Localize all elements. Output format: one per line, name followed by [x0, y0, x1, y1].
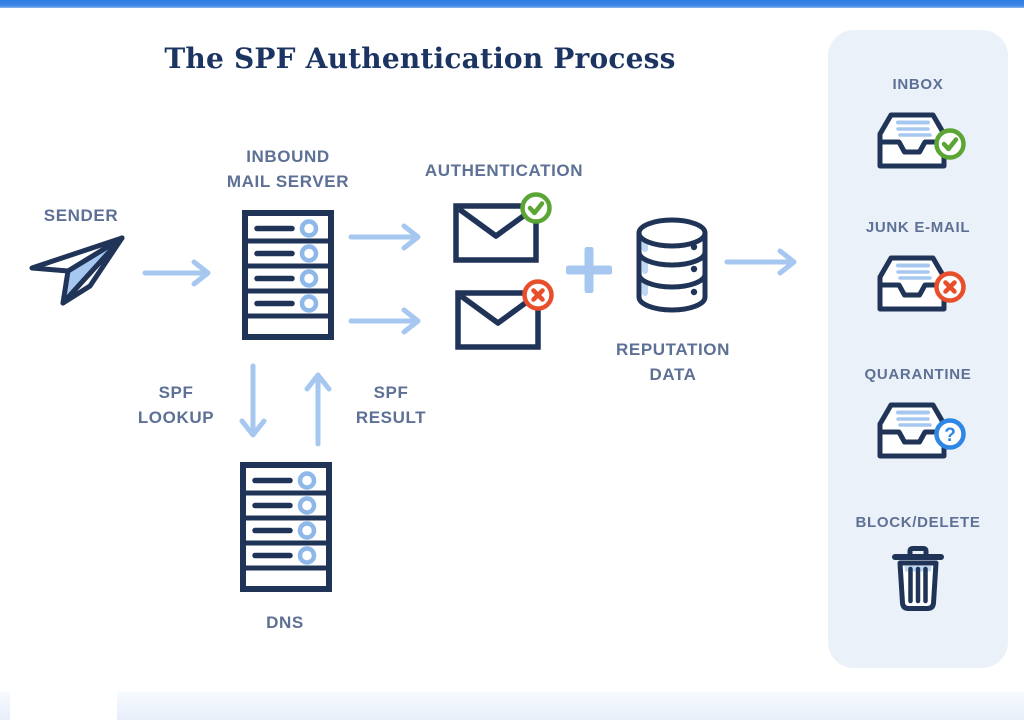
top-accent-bar: [0, 0, 1024, 8]
inbox-tray-x-icon: [877, 255, 966, 312]
spf-lookup-label: SPF LOOKUP: [137, 383, 215, 427]
block-delete-label: BLOCK/DELETE: [855, 514, 981, 531]
arrow-down-icon: [239, 363, 267, 438]
inbound-server-icon: [242, 210, 334, 340]
reputation-data-label: REPUTATION DATA: [616, 340, 730, 384]
inbound-mail-server-label: INBOUND MAIL SERVER: [226, 147, 350, 191]
arrow-server-to-pass-icon: [348, 223, 421, 251]
panel-item-junk: JUNK E-MAIL: [828, 219, 1008, 319]
envelope-x-icon: [455, 279, 554, 350]
page-title: The SPF Authentication Process: [164, 42, 676, 75]
arrow-to-destinations-icon: [724, 248, 797, 276]
sender-label: SENDER: [43, 206, 119, 225]
envelope-check-icon: [453, 192, 552, 263]
arrow-up-icon: [304, 372, 332, 447]
spf-result-label: SPF RESULT: [355, 383, 427, 427]
panel-item-block-delete: BLOCK/DELETE: [828, 514, 1008, 616]
dns-label: DNS: [266, 613, 304, 632]
database-icon: [636, 217, 708, 313]
quarantine-label: QUARANTINE: [864, 366, 972, 383]
arrow-server-to-fail-icon: [348, 307, 421, 335]
arrow-sender-to-server-icon: [142, 259, 211, 287]
panel-item-quarantine: QUARANTINE ?: [828, 366, 1008, 466]
inbox-tray-question-icon: ?: [877, 402, 966, 459]
destinations-panel: INBOX JUNK E-MAIL: [828, 30, 1008, 668]
question-glyph: ?: [944, 425, 956, 446]
bottom-white-patch: [10, 692, 117, 720]
authentication-label: AUTHENTICATION: [424, 161, 584, 180]
paper-plane-icon: [29, 235, 125, 306]
inbox-label: INBOX: [892, 76, 944, 93]
dns-server-icon: [240, 462, 332, 592]
plus-icon: [566, 247, 612, 293]
trash-icon: [892, 546, 944, 611]
junk-email-label: JUNK E-MAIL: [865, 219, 971, 236]
bottom-section-strip: [0, 692, 1024, 720]
panel-item-inbox: INBOX: [828, 76, 1008, 176]
inbox-tray-check-icon: [877, 112, 966, 169]
